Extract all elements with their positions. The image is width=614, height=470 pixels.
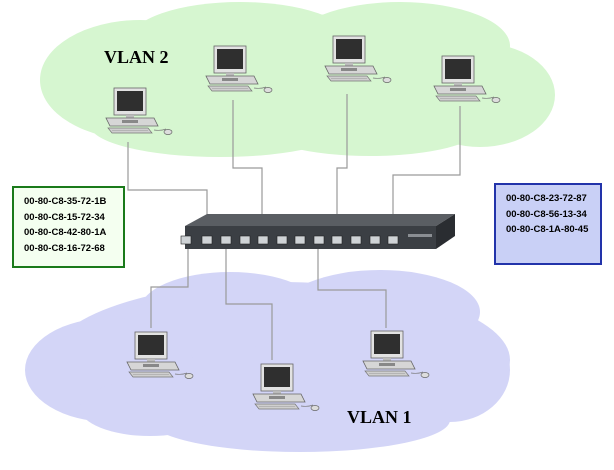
cable-vlan2-pc1 [127,142,208,236]
cable-vlan1-pc1 [150,244,189,328]
cables [127,94,461,360]
mac-address-list-vlan2: 00-80-C8-35-72-1B 00-80-C8-15-72-34 00-8… [12,186,125,268]
mac-address: 00-80-C8-16-72-68 [24,242,105,254]
mac-address: 00-80-C8-23-72-87 [506,193,587,204]
cable-vlan2-pc3 [336,94,348,236]
network-switch-icon [180,214,455,249]
vlan2-label: VLAN 2 [104,47,169,67]
mac-address: 00-80-C8-15-72-34 [24,211,105,223]
switch-ports [180,235,399,245]
mac-address: 00-80-C8-35-72-1B [24,196,107,207]
vlan1-label: VLAN 1 [347,407,412,427]
mac-address-list-vlan1: 00-80-C8-23-72-87 00-80-C8-56-13-34 00-8… [494,183,602,265]
cable-vlan1-pc2 [225,244,273,360]
mac-address: 00-80-C8-1A-80-45 [506,224,589,235]
cable-vlan1-pc3 [317,244,387,328]
cable-vlan2-pc4 [392,106,461,236]
vlan1-cloud [25,270,510,452]
mac-address: 00-80-C8-56-13-34 [506,208,587,220]
vlan2-cloud [40,2,555,157]
mac-address: 00-80-C8-42-80-1A [24,227,107,238]
cable-vlan2-pc2 [232,100,263,236]
